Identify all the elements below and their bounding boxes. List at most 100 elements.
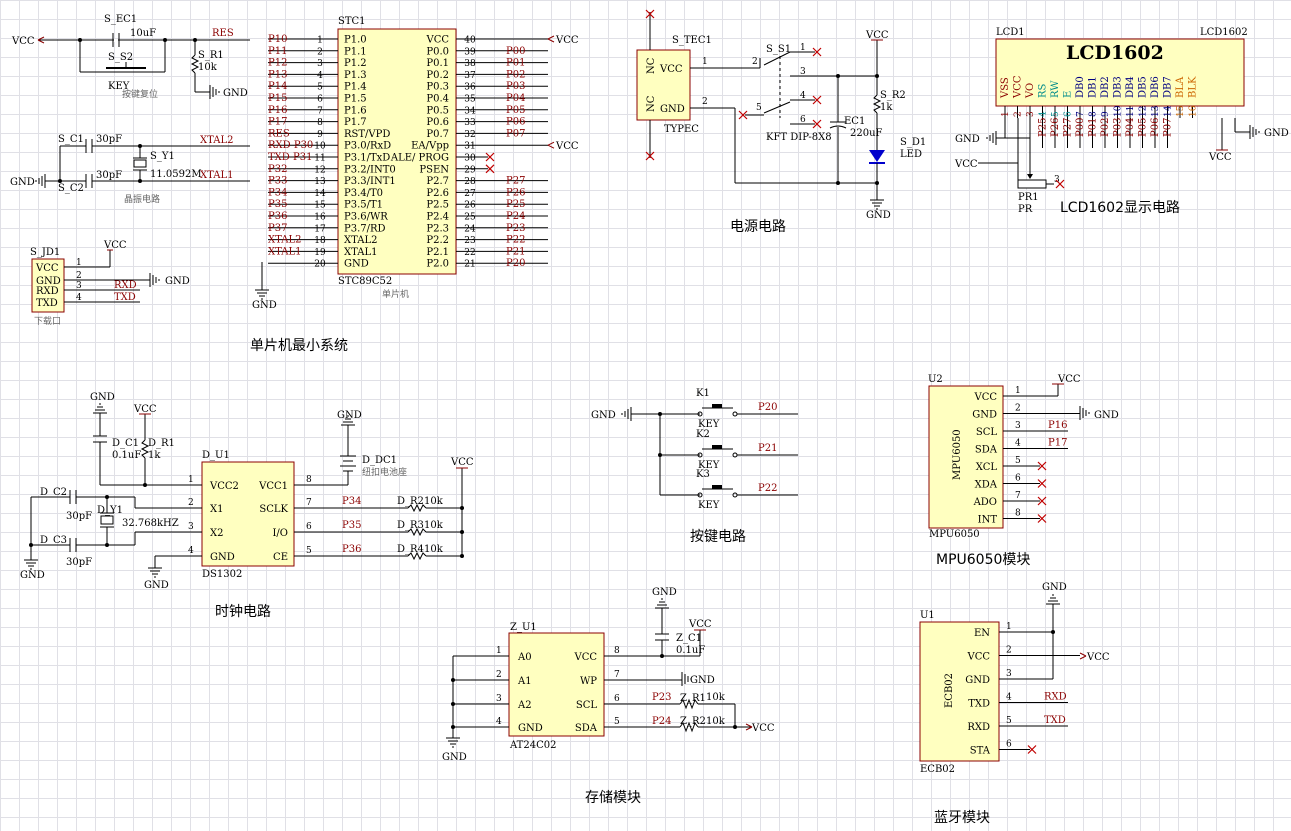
lcd-net-label: P05 <box>1138 118 1149 137</box>
mcu-pin-number: 38 <box>464 59 476 69</box>
key-net-label: P21 <box>758 443 777 454</box>
s1-pin3: 3 <box>800 67 806 77</box>
key-contact <box>697 411 703 417</box>
eeprom-pin-number: 4 <box>496 717 502 727</box>
mcu-net-label: RXD P30 <box>268 140 313 151</box>
mcu-part: STC89C52 <box>338 276 392 287</box>
lcd-pin-name: BLK <box>1188 76 1199 98</box>
rtc-pin-name: X2 <box>210 528 223 539</box>
dc1-cap-designator: D_C1 <box>112 438 139 449</box>
rtc-pin-name: GND <box>210 552 235 563</box>
eeprom-pin-name: GND <box>518 723 543 734</box>
s1-pin6: 6 <box>800 115 806 125</box>
dc1-cap-value: 0.1uF <box>112 450 141 461</box>
key-net-label: P20 <box>758 402 777 413</box>
lcd-pin-name: RS <box>1038 83 1049 98</box>
rtc-pin-number: 4 <box>188 546 194 556</box>
lcd-pin-number: 7 <box>1076 111 1086 117</box>
mcu-pin-number: 19 <box>314 248 326 258</box>
lcd-pin-number: 1 <box>1001 111 1011 117</box>
mcu-pin-name: P2.1 <box>426 247 449 258</box>
mcu-pin-name: P0.7 <box>426 129 449 140</box>
dc1-gnd: GND <box>337 410 362 421</box>
lcd-net-label: P07 <box>1163 118 1174 137</box>
lcd-pin-number: 9 <box>1101 111 1111 117</box>
dc2-designator: D_C2 <box>40 487 67 498</box>
tec-nc1: NC <box>646 57 657 74</box>
jd1-pin-number: 2 <box>76 271 82 281</box>
mcu-pin-name: P0.4 <box>426 94 449 105</box>
mpu-pin-number: 7 <box>1015 491 1021 501</box>
mpu6050-module: U2 MPU6050 1VCC2GND3SCLP164SDAP175XCL6XD… <box>928 374 1119 568</box>
ec1-designator-psu: EC1 <box>844 116 865 127</box>
mcu-net-label: P35 <box>268 199 287 210</box>
mcu-pin-name: GND <box>344 259 369 270</box>
mcu-net-label: P23 <box>506 223 525 234</box>
lcd-pin-number: 16 <box>1189 105 1199 117</box>
bt-pin-name: TXD <box>968 699 990 710</box>
s1-pin1: 1 <box>800 43 806 53</box>
mcu-pin-name: P1.6 <box>344 105 367 116</box>
mcu-net-label: XTAL2 <box>268 235 301 246</box>
section-storage: 存储模块 <box>585 790 641 806</box>
section-power: 电源电路 <box>730 219 786 235</box>
mcu-pin-name: P2.0 <box>426 259 449 270</box>
tec-vcc-pin: VCC <box>659 64 683 75</box>
lcd-pin-number: 6 <box>1064 111 1074 117</box>
mpu-pin-number: 5 <box>1015 456 1021 466</box>
mcu-pin-number: 17 <box>314 224 326 234</box>
rtc-vcc-top: VCC <box>133 404 157 415</box>
mcu-net-label: P32 <box>268 164 287 175</box>
mcu-pin-name: P0.3 <box>426 82 449 93</box>
lcd-pin-name: DB3 <box>1113 76 1124 98</box>
lcd-net-label: P00 <box>1075 118 1086 137</box>
mpu-pin-number: 1 <box>1015 386 1021 396</box>
mpu-pin-name: VCC <box>973 392 997 403</box>
c2-designator: S_C2 <box>58 183 84 194</box>
eeprom-pin-name: SDA <box>575 723 598 734</box>
key-designator: K1 <box>696 388 710 399</box>
reset-circuit: VCC S_EC1 10uF S_S2 KEY 按键复位 RES GND S_R… <box>11 14 250 100</box>
eeprom-gnd-top: GND <box>652 587 677 598</box>
mcu-designator: STC1 <box>338 16 366 27</box>
rtc-gnd-left: GND <box>20 570 45 581</box>
rtc-resistor-value: 10k <box>424 544 444 555</box>
mpu-part: MPU6050 <box>929 529 980 540</box>
bt-pin-name: STA <box>970 746 991 757</box>
bt-part: ECB02 <box>920 764 955 775</box>
jd1-pin-name: VCC <box>35 263 59 274</box>
bt-vcc: VCC <box>1086 652 1110 663</box>
mcu-pin-number: 13 <box>314 177 326 187</box>
power-circuit: S_TEC1 NC NC VCC GND TYPEC 1 2 S_S1 2 1 … <box>636 9 926 235</box>
jd1-txd-net: TXD <box>114 292 136 303</box>
ec1-designator: S_EC1 <box>104 14 137 25</box>
mcu-net-label: P11 <box>268 46 287 57</box>
key-plunger <box>712 445 722 449</box>
c1-value: 30pF <box>96 134 122 145</box>
junction <box>460 554 464 558</box>
rtc-pin-name: X1 <box>210 504 223 515</box>
rtc-pin-number: 7 <box>306 498 312 508</box>
lcd-pin-name: BLA <box>1175 76 1186 98</box>
mpu-pin-name: SDA <box>975 445 998 456</box>
pr-designator: PR1 <box>1018 192 1039 203</box>
mcu-pin-name: P0.5 <box>426 105 449 116</box>
mcu-net-label: P02 <box>506 69 525 80</box>
y1-value: 11.0592M <box>150 169 202 180</box>
rtc-pin-number: 1 <box>188 475 194 485</box>
mcu-net-label: P10 <box>268 34 287 45</box>
eeprom-pin-number: 3 <box>496 694 502 704</box>
lcd-part: LCD1602 <box>1200 27 1248 38</box>
bt-body: ECB02 <box>944 673 955 708</box>
key-value: KEY <box>698 419 720 430</box>
mpu-vcc: VCC <box>1057 374 1081 385</box>
bt-pin-number: 5 <box>1006 716 1012 726</box>
eeprom-pin-name: A2 <box>517 700 532 711</box>
eeprom-part: AT24C02 <box>509 740 556 751</box>
c2-value: 30pF <box>96 170 122 181</box>
mcu-vcc-label: VCC <box>555 141 579 152</box>
tec-gnd-pin: GND <box>660 104 685 115</box>
c1-designator: S_C1 <box>58 134 84 145</box>
